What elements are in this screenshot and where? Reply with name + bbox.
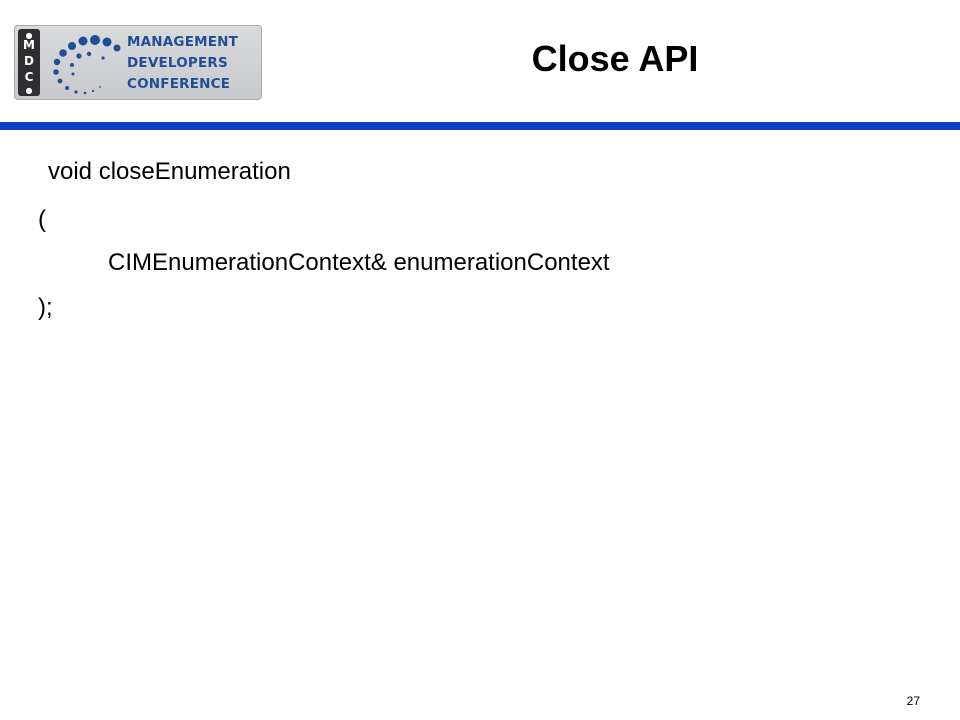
logo-tab-letter: C [24, 70, 34, 84]
code-line-parameter: CIMEnumerationContext& enumerationContex… [108, 249, 610, 276]
logo-wordmark: MANAGEMENT DEVELOPERS CONFERENCE [127, 32, 261, 95]
logo-tab-letter: M [23, 38, 35, 52]
logo-tab: ● M D C ● [18, 29, 40, 96]
slide-title: Close API [531, 38, 699, 79]
code-line-signature: void closeEnumeration [48, 158, 291, 185]
code-line-close-paren: ); [38, 294, 53, 321]
logo-word: MANAGEMENT [127, 34, 239, 50]
conference-logo: ● M D C ● MANAG [14, 25, 262, 100]
logo-word: CONFERENCE [127, 76, 231, 92]
page-number: 27 [906, 694, 920, 708]
code-line-open-paren: ( [38, 206, 46, 233]
title-divider [0, 122, 960, 130]
swirl-dots-icon [53, 35, 121, 95]
logo-tab-letter: D [24, 54, 34, 68]
logo-word: DEVELOPERS [127, 55, 228, 71]
